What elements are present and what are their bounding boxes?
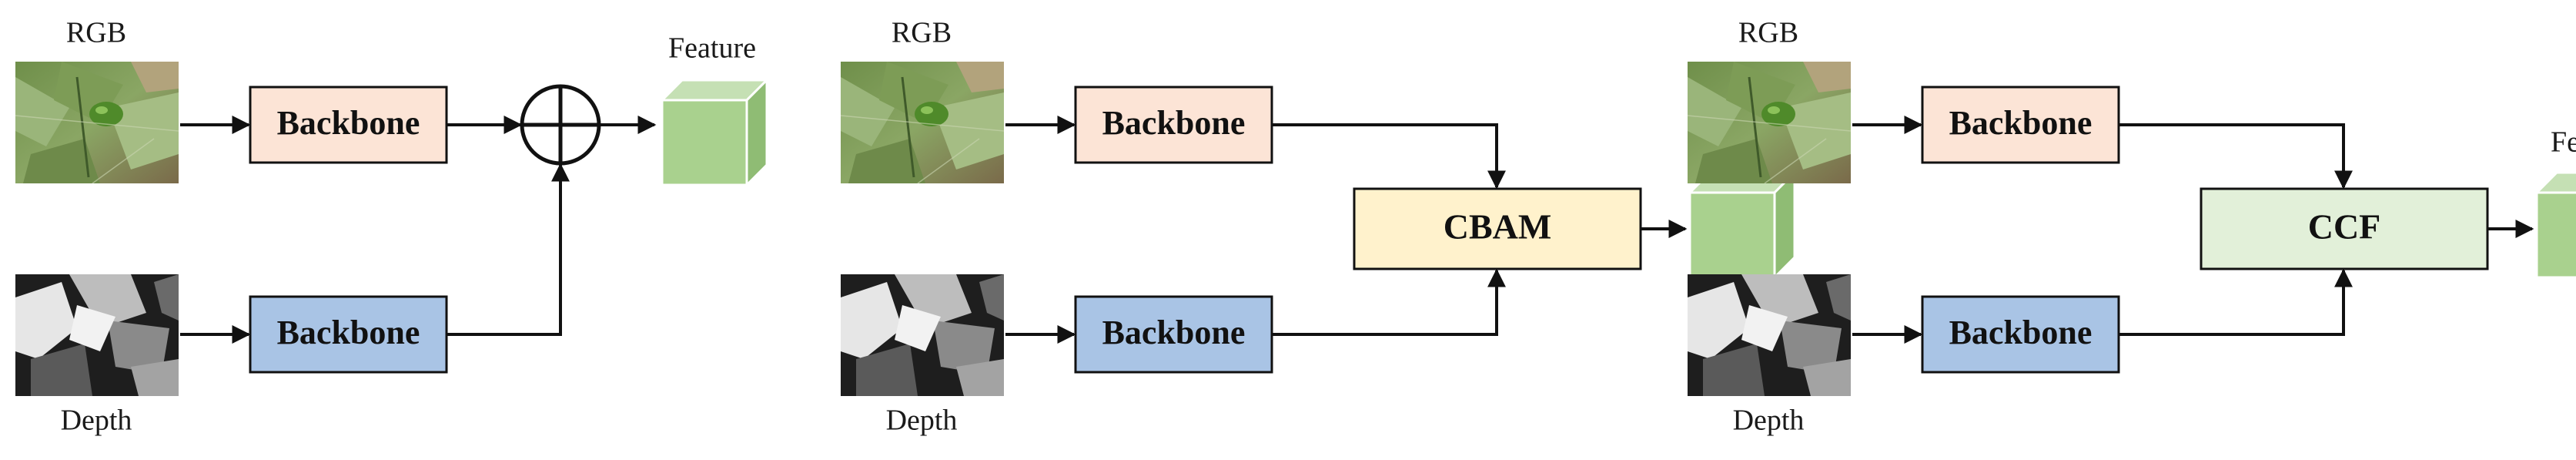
rgb-backbone-box-rect — [1074, 86, 1273, 164]
rgb-backbone-box: Backbone — [249, 86, 448, 164]
depth-image — [841, 274, 1004, 396]
ccf-box: CCF — [2200, 187, 2489, 270]
depth-to-sum-arrow — [447, 163, 570, 336]
cbam-box-rect — [1353, 187, 1642, 270]
rgb-to-fusion-arrow — [1272, 123, 1506, 190]
depth-label: Depth — [1733, 405, 1805, 437]
rgb-to-fusion-arrow — [2119, 123, 2353, 190]
depth-to-fusion-arrow — [2119, 268, 2353, 336]
depth-backbone-box: Backbone — [249, 295, 448, 374]
rgb-image — [841, 62, 1004, 183]
cube-front — [661, 99, 748, 186]
ccf-box-label: CCF — [2308, 207, 2381, 247]
cube-front — [1688, 191, 1776, 279]
depth-label: Depth — [61, 405, 132, 437]
rgb-backbone-box: Backbone — [1074, 86, 1273, 164]
rgb-image — [1688, 62, 1851, 183]
panel-3: RGBDepthBackboneBackboneCCFFeature — [1688, 17, 2576, 437]
rgb-label: RGB — [66, 17, 126, 49]
depth-backbone-box-label: Backbone — [277, 314, 420, 351]
cube-front — [2535, 191, 2576, 279]
rgb-image — [15, 62, 179, 183]
depth-backbone-box: Backbone — [1921, 295, 2120, 374]
depth-backbone-box-rect — [1074, 295, 1273, 374]
feature-cube — [2534, 171, 2576, 279]
depth-backbone-box-label: Backbone — [1949, 314, 2093, 351]
circle-plus-icon — [520, 84, 601, 166]
depth-image — [15, 274, 179, 396]
cube-side — [1773, 170, 1796, 280]
panel-2: RGBDepthBackboneBackboneCBAMFeature — [841, 17, 1798, 437]
rgb-label: RGB — [892, 17, 952, 49]
feature-label: Feature — [668, 32, 756, 65]
rgb-backbone-box: Backbone — [1921, 86, 2120, 164]
rgb-backbone-box-label: Backbone — [277, 104, 420, 142]
depth-image — [1688, 274, 1851, 396]
cbam-box: CBAM — [1353, 187, 1642, 270]
feature-cube — [1687, 170, 1798, 280]
rgb-backbone-box-label: Backbone — [1949, 104, 2093, 142]
feature-label: Feature — [2551, 126, 2576, 159]
cbam-box-label: CBAM — [1444, 207, 1552, 247]
depth-to-fusion-arrow — [1272, 268, 1506, 336]
cube-side — [745, 77, 768, 188]
depth-label: Depth — [886, 405, 958, 437]
depth-backbone-box-label: Backbone — [1102, 314, 1246, 351]
depth-backbone-box-rect — [249, 295, 448, 374]
rgb-backbone-box-rect — [249, 86, 448, 164]
depth-backbone-box: Backbone — [1074, 295, 1273, 374]
rgb-backbone-box-label: Backbone — [1102, 104, 1246, 142]
cube-top — [2534, 171, 2576, 194]
feature-cube — [659, 77, 770, 188]
rgb-label: RGB — [1738, 17, 1798, 49]
